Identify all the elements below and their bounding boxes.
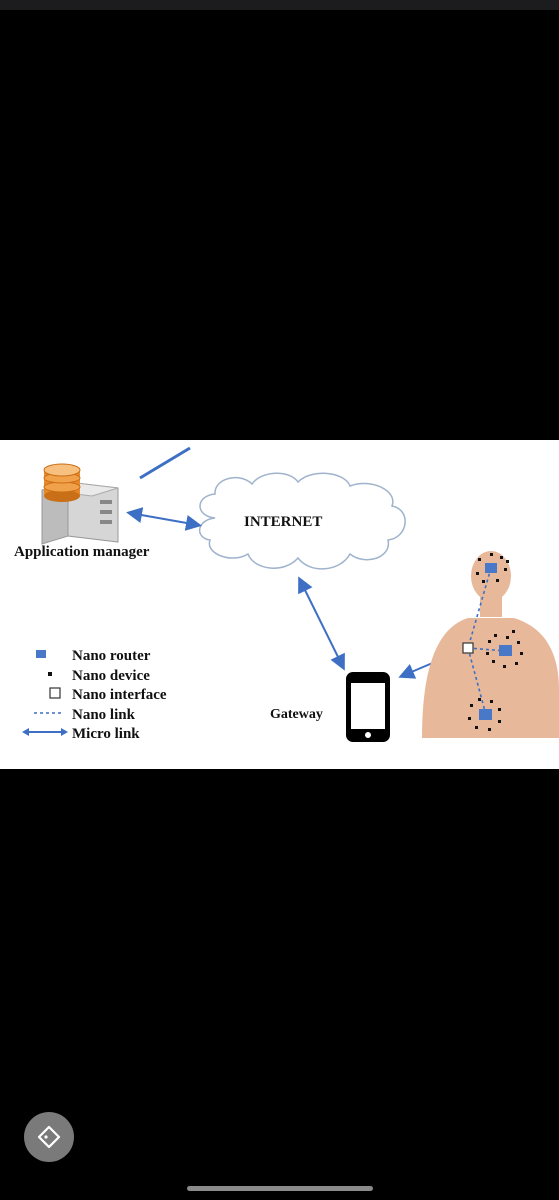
database-icon: [43, 463, 81, 502]
nano-device-icon: [48, 671, 52, 676]
human-body-illustration: [422, 551, 559, 738]
gateway-label: Gateway: [270, 707, 323, 722]
legend-label: Nano router: [72, 648, 151, 664]
home-indicator[interactable]: [187, 1186, 373, 1191]
nano-device-cluster-chest: [486, 630, 523, 668]
legend-label: Nano link: [72, 706, 135, 723]
cloud-icon: [199, 472, 406, 570]
internet-label: INTERNET: [244, 514, 323, 530]
micro-link-cloud-gateway: [298, 576, 345, 671]
nano-interface-icon: [49, 687, 61, 699]
legend-label: Nano device: [72, 667, 150, 684]
nano-interface-node: [462, 642, 474, 654]
legend-label: Micro link: [72, 726, 140, 742]
nano-router-icon: [36, 650, 46, 658]
micro-link-server-cloud: [126, 507, 202, 531]
status-bar: [0, 0, 559, 10]
annotation-arrow: [139, 446, 191, 480]
nano-device-cluster-abdomen: [468, 698, 501, 731]
iot-nano-network-diagram: Application manager INTERNET Gateway Nan…: [0, 440, 559, 769]
diagram-graphics: [41, 446, 559, 742]
smartphone-icon: [346, 672, 390, 742]
nano-link-icon: [34, 711, 64, 714]
legend-label: Nano interface: [72, 687, 167, 703]
micro-link-icon: [22, 728, 68, 736]
tag-icon: [37, 1125, 61, 1149]
application-manager-label: Application manager: [14, 544, 150, 560]
edit-tag-button[interactable]: [24, 1112, 74, 1162]
nano-device-cluster-head: [476, 553, 509, 583]
